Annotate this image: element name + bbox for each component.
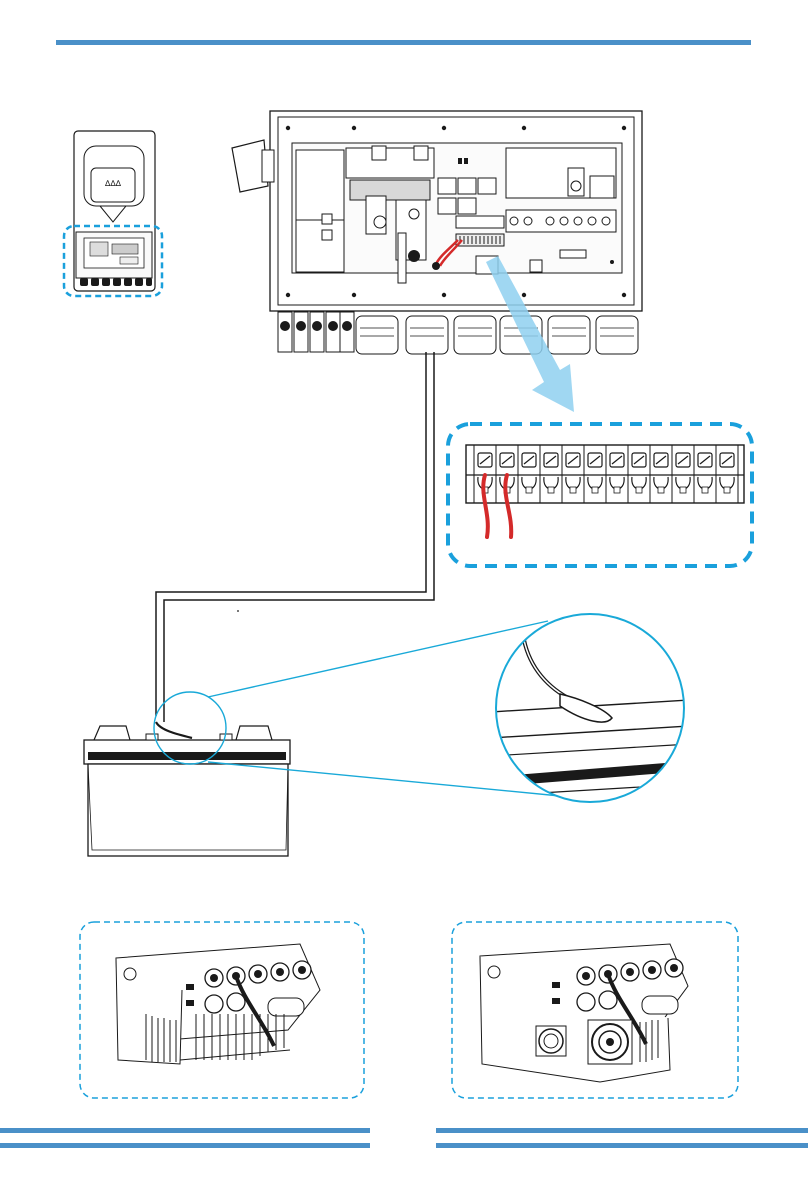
device-symbols: ∆∆∆ xyxy=(104,179,122,188)
footer-rule-right-2 xyxy=(436,1143,808,1148)
footer-rule-left-2 xyxy=(0,1143,370,1148)
install-view-right xyxy=(480,944,688,1082)
inverter-housing xyxy=(232,111,642,354)
footer-rule-right xyxy=(436,1128,808,1133)
terminal-block-zoom xyxy=(466,445,744,537)
install-view-left xyxy=(116,944,320,1064)
inverter-thumbnail-icon: ∆∆∆ xyxy=(64,131,162,296)
footer-rule-left xyxy=(0,1128,370,1133)
battery-icon xyxy=(84,722,290,856)
